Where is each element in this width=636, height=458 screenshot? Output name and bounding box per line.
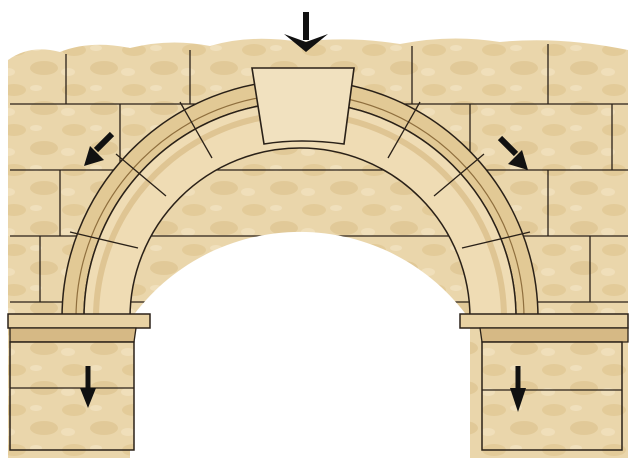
- keystone: [252, 68, 354, 144]
- impost-right: [460, 314, 628, 342]
- pier-right: [482, 342, 622, 450]
- impost-left: [8, 314, 150, 342]
- pier-left: [10, 342, 134, 450]
